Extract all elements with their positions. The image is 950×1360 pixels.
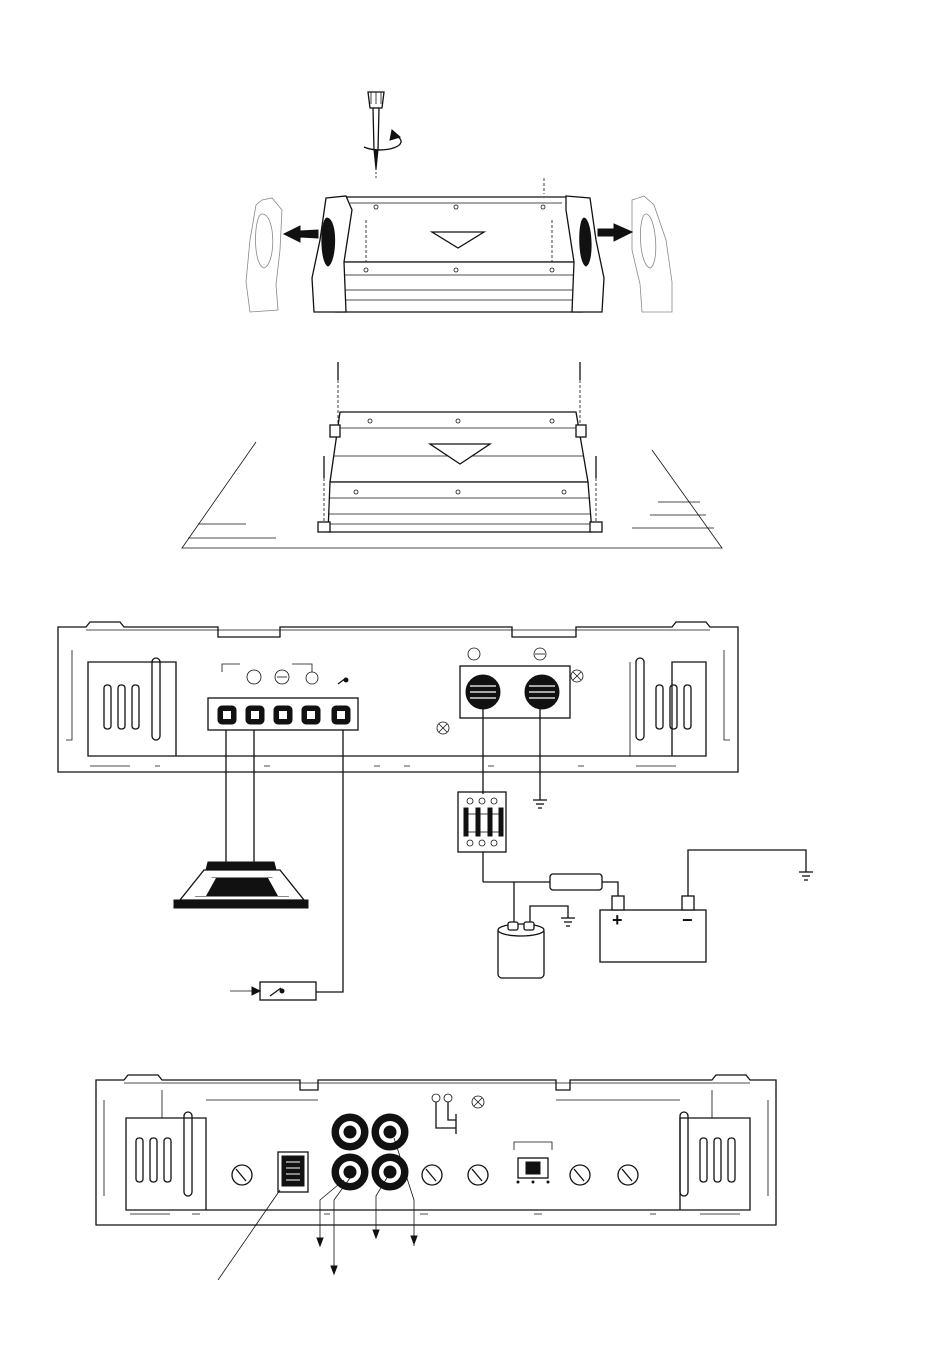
- screw-symbol-icon: [437, 670, 583, 734]
- ground-icon: [799, 872, 813, 880]
- fuse-icon: [550, 874, 602, 890]
- rotate-arrow-icon: [364, 130, 401, 150]
- capacitor-icon: [498, 922, 544, 978]
- ground-icon: [533, 800, 547, 808]
- remote-switch-icon: [338, 678, 348, 684]
- rca-jack-icon[interactable]: [372, 1154, 408, 1190]
- figure-input-panel: [96, 1075, 776, 1280]
- left-bracket-removed: [246, 198, 282, 312]
- right-arrow-icon: [598, 224, 632, 241]
- figure-floor-mounting: [182, 362, 722, 548]
- left-arrow-icon: [284, 226, 318, 242]
- right-bracket-removed: [632, 196, 672, 312]
- battery-minus-label: −: [682, 910, 693, 930]
- left-vent-slots: [136, 1112, 192, 1196]
- slide-switch[interactable]: [514, 1142, 552, 1183]
- figure-bracket-removal: [246, 92, 672, 312]
- positive-indicator: [468, 648, 480, 660]
- right-vent-slots: [636, 658, 691, 740]
- knob-icon[interactable]: [468, 1165, 488, 1185]
- knob-icon[interactable]: [422, 1165, 442, 1185]
- amplifier-mounted: [318, 412, 602, 532]
- rca-jack-icon[interactable]: [332, 1154, 368, 1190]
- indicator-symbols: [432, 1094, 484, 1134]
- battery-icon: + −: [600, 896, 706, 962]
- battery-plus-label: +: [612, 910, 623, 930]
- knob-icon[interactable]: [570, 1165, 590, 1185]
- rca-jack-icon[interactable]: [372, 1114, 408, 1150]
- ground-icon: [561, 918, 575, 926]
- knob-icon[interactable]: [618, 1165, 638, 1185]
- right-vent-slots: [680, 1112, 735, 1196]
- connector-leader: [218, 1190, 280, 1280]
- speaker-icon: [174, 862, 308, 908]
- speaker-terminal-block: [208, 698, 358, 730]
- knob-icon[interactable]: [232, 1165, 252, 1185]
- remote-switch-box: [230, 982, 316, 1000]
- rca-jack-icon[interactable]: [332, 1114, 368, 1150]
- input-panel-outline: [96, 1075, 776, 1225]
- remote-wire: [316, 730, 343, 992]
- amplifier-top-view: [312, 196, 604, 312]
- power-terminal-block: [460, 666, 570, 718]
- battery-ground-wire: [688, 850, 806, 896]
- screwdriver-icon: [368, 92, 384, 180]
- fuse-holder: [458, 792, 506, 852]
- left-vent-slots: [104, 658, 160, 740]
- high-level-input-connector[interactable]: [278, 1152, 308, 1192]
- figure-power-panel-wiring: + −: [58, 622, 813, 1000]
